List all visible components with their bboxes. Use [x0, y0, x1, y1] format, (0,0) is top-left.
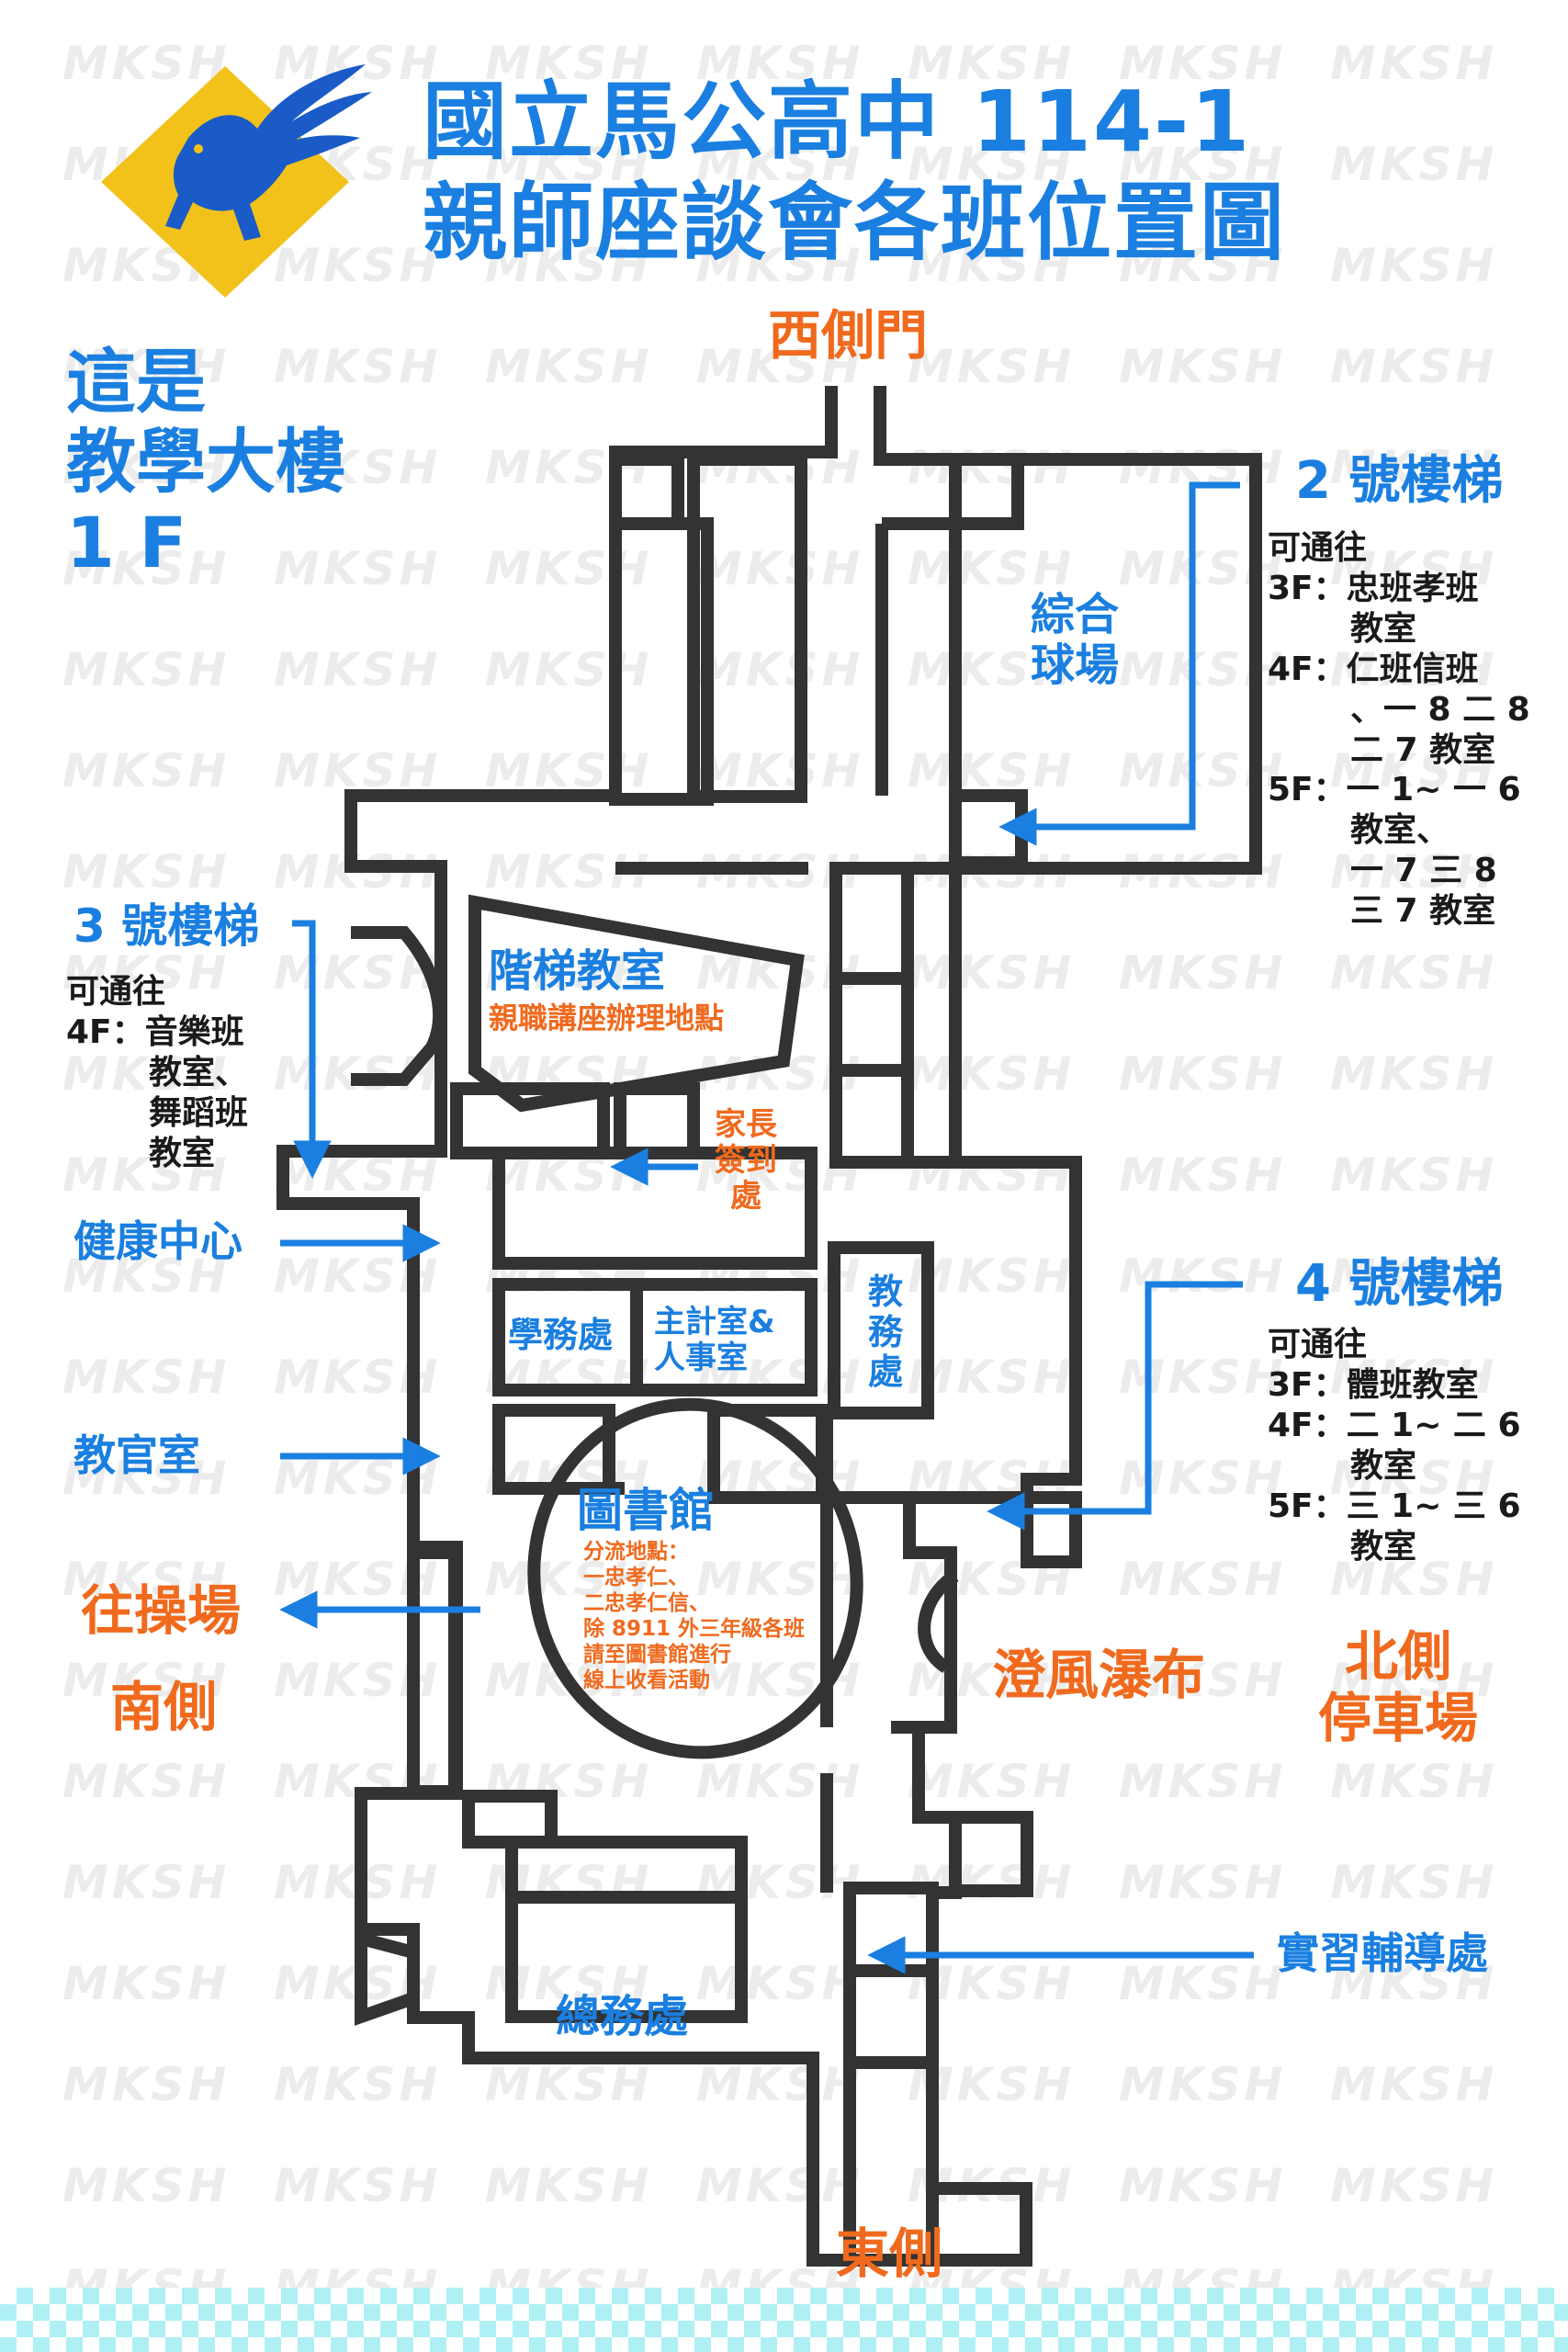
- stair-4-line: 3F：體班教室: [1268, 1365, 1479, 1404]
- health-center-label: 健康中心: [73, 1216, 243, 1266]
- checkin-label: 家長 簽到 處: [715, 1106, 777, 1216]
- general-affairs-label: 總務處: [556, 1991, 689, 2042]
- checkin-line2: 簽到: [715, 1142, 777, 1180]
- building-line2: 教學大樓: [66, 421, 345, 503]
- stair-2-line: 二 7 教室: [1350, 730, 1496, 769]
- east-label: 東側: [836, 2222, 943, 2285]
- stair-4-line: 5F：三 1~ 三 6: [1268, 1487, 1521, 1525]
- north-line2: 停車場: [1318, 1686, 1479, 1749]
- stair-3-line: 教室、: [149, 1053, 249, 1091]
- stair-2-line: 5F：一 1~ 一 6: [1268, 771, 1521, 809]
- library-note-line: 二忠孝仁信、: [583, 1591, 710, 1616]
- academic-line1: 教: [868, 1272, 904, 1312]
- stair-2-title: 2 號樓梯: [1295, 451, 1504, 511]
- lecture-note: 親職講座辦理地點: [489, 1001, 725, 1035]
- waterfall-label: 澄風瀑布: [992, 1644, 1206, 1706]
- building-line1: 這是: [66, 341, 206, 423]
- stair-3-info: 可通往 4F：音樂班 教室、 舞蹈班 教室: [66, 972, 248, 1174]
- library-note-line: 線上收看活動: [583, 1668, 710, 1693]
- stair-2-line: 3F：忠班孝班: [1268, 569, 1479, 607]
- stair-3-title: 3 號樓梯: [73, 899, 260, 953]
- stair-3-line: 可通往: [66, 973, 166, 1011]
- lecture-hall-label: 階梯教室: [489, 945, 666, 997]
- stair-4-title: 4 號樓梯: [1295, 1254, 1504, 1314]
- stair-2-line: 教室、: [1350, 811, 1450, 850]
- stair-3-line: 教室: [149, 1134, 216, 1172]
- pegasus-logo: [101, 64, 372, 298]
- title-line1: 國立馬公高中 114-1: [423, 73, 1252, 171]
- stair-4-line: 4F：二 1~ 二 6: [1268, 1406, 1521, 1444]
- page-title: 國立馬公高中 114-1 親師座談會各班位置圖: [423, 72, 1286, 275]
- library-note: 分流地點： 一忠孝仁、 二忠孝仁信、 除 8911 外三年級各班 請至圖書館進行…: [583, 1539, 805, 1693]
- checkin-line1: 家長: [715, 1106, 777, 1143]
- building-line3: 1 F: [66, 501, 187, 583]
- checker-footer: [0, 2288, 1568, 2352]
- sports-court-label: 綜合 球場: [1031, 589, 1120, 692]
- accounting-line1: 主計室&: [654, 1304, 775, 1340]
- library-note-line: 分流地點：: [583, 1540, 689, 1564]
- academic-affairs-label: 教 務 處: [868, 1272, 903, 1393]
- checkin-line3: 處: [730, 1178, 761, 1216]
- library-note-line: 一忠孝仁、: [583, 1566, 689, 1590]
- court-line2: 球場: [1031, 639, 1120, 692]
- practice-office-label: 實習輔導處: [1277, 1928, 1488, 1978]
- stair-2-line: 三 7 教室: [1350, 892, 1496, 931]
- library-note-line: 除 8911 外三年級各班: [583, 1617, 806, 1642]
- accounting-label: 主計室& 人事室: [654, 1304, 775, 1377]
- building-walls: [276, 386, 1262, 2267]
- stair-2-line: 、一 8 二 8: [1350, 690, 1530, 729]
- library-note-line: 請至圖書館進行: [583, 1643, 731, 1668]
- stair-2-info: 可通往 3F：忠班孝班 教室 4F：仁班信班 、一 8 二 8 二 7 教室 5…: [1268, 528, 1530, 932]
- stair-4-line: 可通往: [1268, 1326, 1368, 1363]
- stair-4-line: 教室: [1350, 1527, 1417, 1566]
- stair-2-line: 教室: [1350, 609, 1417, 648]
- arrow-icon: [279, 481, 1254, 1974]
- title-line2: 親師座談會各班位置圖: [423, 174, 1287, 273]
- stair-2-line: 一 7 三 8: [1350, 852, 1497, 890]
- stair-4-info: 可通往 3F：體班教室 4F：二 1~ 二 6 教室 5F：三 1~ 三 6 教…: [1268, 1325, 1521, 1566]
- stair-2-line: 可通往: [1268, 529, 1368, 567]
- accounting-line2: 人事室: [654, 1340, 748, 1377]
- north-parking-label: 北側 停車場: [1318, 1626, 1478, 1748]
- library-label: 圖書館: [577, 1484, 715, 1537]
- stair-3-line: 舞蹈班: [149, 1093, 249, 1132]
- court-line1: 綜合: [1031, 589, 1120, 640]
- stair-3-line: 4F：音樂班: [66, 1012, 244, 1051]
- south-label: 南側: [110, 1676, 218, 1738]
- north-line1: 北側: [1345, 1625, 1452, 1688]
- playground-label: 往操場: [81, 1579, 242, 1642]
- academic-line2: 務: [868, 1311, 904, 1352]
- stair-4-line: 教室: [1350, 1446, 1417, 1485]
- west-gate-label: 西側門: [768, 304, 929, 367]
- stair-2-line: 4F：仁班信班: [1268, 650, 1479, 688]
- military-office-label: 教官室: [73, 1430, 200, 1480]
- academic-line3: 處: [868, 1351, 904, 1393]
- student-affairs-label: 學務處: [508, 1315, 614, 1355]
- building-label: 這是 教學大樓 1 F: [66, 341, 345, 583]
